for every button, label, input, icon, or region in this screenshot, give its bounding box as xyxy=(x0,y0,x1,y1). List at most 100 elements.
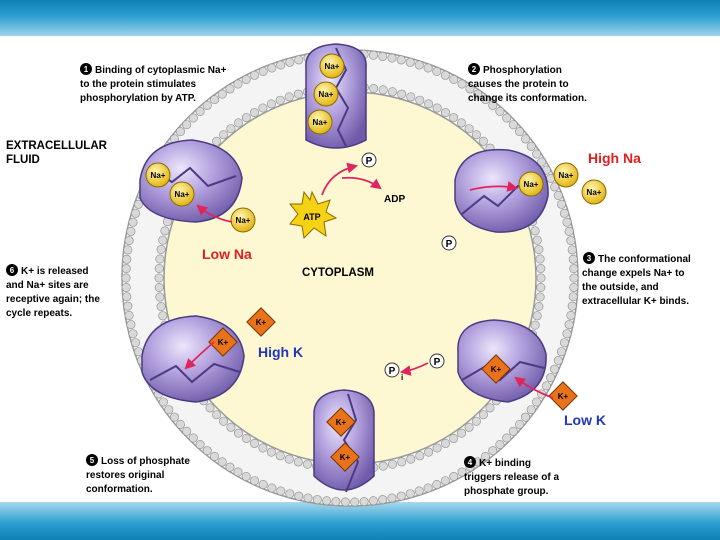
lipid-head xyxy=(568,292,578,302)
svg-text:cycle repeats.: cycle repeats. xyxy=(6,308,72,319)
lipid-head xyxy=(564,226,574,236)
lipid-head xyxy=(128,329,138,339)
lipid-head xyxy=(302,459,312,469)
lipid-head xyxy=(485,403,495,413)
lipid-head xyxy=(123,245,133,255)
lipid-head xyxy=(234,118,244,128)
lipid-head xyxy=(217,457,227,467)
lipid-head xyxy=(457,79,467,89)
lipid-head xyxy=(464,124,474,134)
lipid-head xyxy=(415,95,425,105)
lipid-head xyxy=(546,373,556,383)
lipid-head xyxy=(126,320,136,330)
lipid-head xyxy=(202,446,212,456)
lipid-head xyxy=(131,338,141,348)
lipid-head xyxy=(432,103,442,113)
lipid-head xyxy=(121,282,131,292)
low-na-label: Low Na xyxy=(202,246,252,262)
svg-text:ATP: ATP xyxy=(303,212,320,222)
svg-text:P: P xyxy=(446,239,453,250)
step-2-caption: 2 Phosphorylation causes the protein to … xyxy=(468,63,587,104)
lipid-head xyxy=(424,99,434,109)
lipid-head xyxy=(285,489,295,499)
k-ion-5: K+ xyxy=(326,407,356,437)
lipid-head xyxy=(350,497,360,507)
arrow-k-inward xyxy=(514,376,554,399)
lipid-head xyxy=(502,433,512,443)
adp-label: ADP xyxy=(384,194,405,205)
lipid-head xyxy=(440,70,450,80)
lipid-head xyxy=(387,459,397,469)
lipid-head xyxy=(473,89,483,99)
protein-step-4 xyxy=(313,389,375,493)
svg-text:K+: K+ xyxy=(558,392,569,401)
high-k-label: High K xyxy=(258,344,303,360)
svg-text:K+: K+ xyxy=(256,318,267,327)
lipid-head xyxy=(449,433,459,443)
svg-text:causes the protein to: causes the protein to xyxy=(468,79,569,90)
lipid-head xyxy=(405,57,415,67)
lipid-head xyxy=(225,84,235,94)
lipid-head xyxy=(258,479,268,489)
lipid-head xyxy=(226,422,236,432)
lipid-head xyxy=(480,451,490,461)
lipid-head xyxy=(188,433,198,443)
phosphate-1: P xyxy=(361,152,377,168)
lipid-head xyxy=(293,457,303,467)
bottom-decorative-band xyxy=(0,502,720,540)
lipid-head xyxy=(284,92,294,102)
lipid-head xyxy=(495,439,505,449)
svg-text:receptive again; the: receptive again; the xyxy=(6,294,100,305)
lipid-head xyxy=(440,476,450,486)
svg-text:phosphate group.: phosphate group. xyxy=(464,486,549,497)
step-4-caption: 4 K+ binding triggers release of a phosp… xyxy=(464,456,559,497)
lipid-head xyxy=(534,301,544,311)
svg-text:Na+: Na+ xyxy=(313,118,328,127)
lipid-head xyxy=(195,107,205,117)
lipid-head xyxy=(569,264,579,274)
lipid-head xyxy=(212,136,222,146)
lipid-head xyxy=(134,199,144,209)
lipid-head xyxy=(284,454,294,464)
lipid-head xyxy=(406,92,416,102)
svg-text:restores original: restores original xyxy=(86,470,165,481)
lipid-head xyxy=(126,226,136,236)
lipid-head xyxy=(550,364,560,374)
svg-text:the outside, and: the outside, and xyxy=(582,282,659,293)
lipid-head xyxy=(212,410,222,420)
lipid-head xyxy=(154,263,164,273)
lipid-head xyxy=(378,461,388,471)
svg-text:2: 2 xyxy=(472,65,477,74)
lipid-head xyxy=(359,497,369,507)
lipid-head xyxy=(536,273,546,283)
lipid-head xyxy=(396,491,406,501)
lipid-head xyxy=(233,79,243,89)
svg-text:extracellular K+ binds.: extracellular K+ binds. xyxy=(582,296,689,307)
step-3-caption: 3 The conformational change expels Na+ t… xyxy=(582,252,691,307)
lipid-head xyxy=(465,84,475,94)
svg-text:Na+: Na+ xyxy=(236,216,251,225)
lipid-head xyxy=(369,84,379,94)
lipid-head xyxy=(266,99,276,109)
lipid-head xyxy=(226,124,236,134)
lipid-head xyxy=(205,403,215,413)
atp-burst: ATP xyxy=(288,190,338,240)
svg-text:K+: K+ xyxy=(218,338,229,347)
lipid-head xyxy=(241,75,251,85)
lipid-head xyxy=(340,497,350,507)
k-ion-1: K+ xyxy=(246,307,276,337)
lipid-head xyxy=(471,416,481,426)
lipid-head xyxy=(556,347,566,357)
lipid-head xyxy=(532,149,542,159)
lipid-head xyxy=(530,320,540,330)
step-1-caption: 1 Binding of cytoplasmic Na+ to the prot… xyxy=(80,63,227,104)
lipid-head xyxy=(532,235,542,245)
lipid-head xyxy=(276,486,286,496)
arrow-phosphate-release xyxy=(399,362,429,376)
lipid-head xyxy=(195,439,205,449)
lipid-head xyxy=(567,245,577,255)
lipid-head xyxy=(267,483,277,493)
lipid-head xyxy=(156,245,166,255)
lipid-head xyxy=(541,381,551,391)
